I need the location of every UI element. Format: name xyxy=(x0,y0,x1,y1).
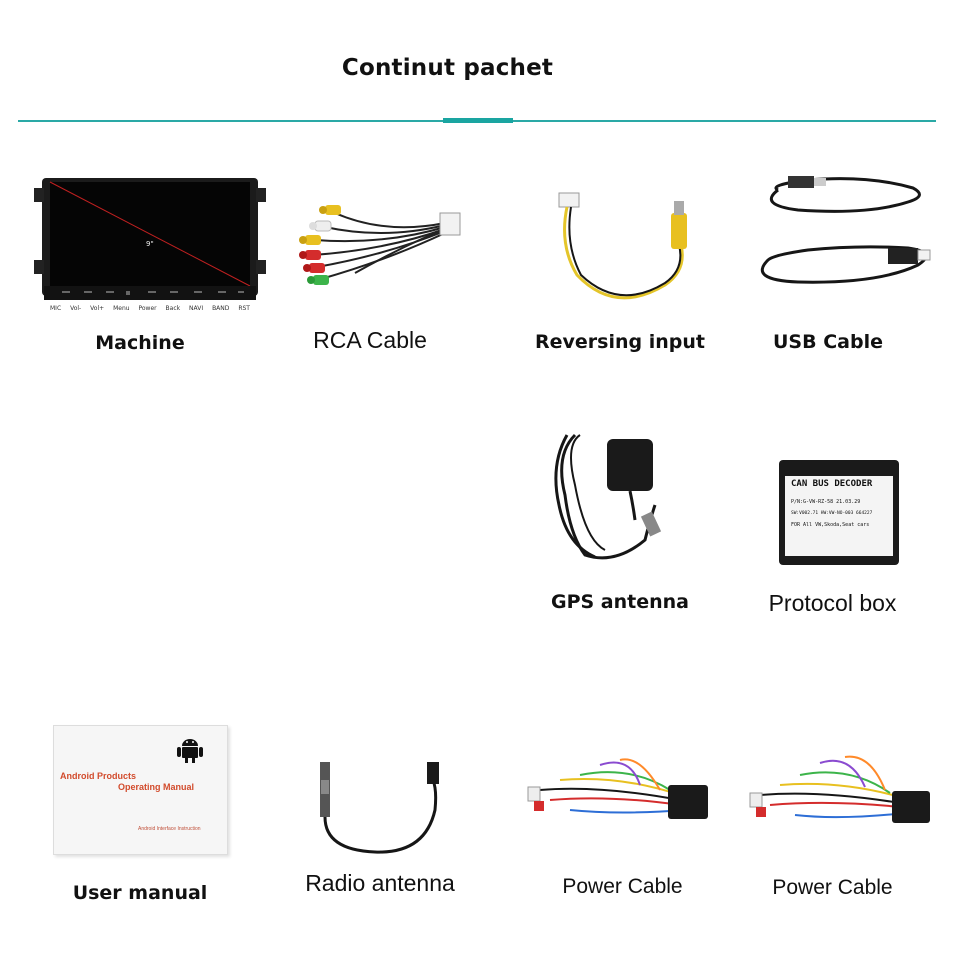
gps-antenna-label: GPS antenna xyxy=(550,591,689,613)
button-label: BAND xyxy=(212,305,230,312)
protocol-box-sticker: CAN BUS DECODER P/N:G-VW-RZ-58 21.03.29 … xyxy=(785,476,893,556)
sticker-line: FOR All VW,Skoda,Seat cars xyxy=(791,522,870,528)
radio-antenna-image xyxy=(320,762,439,854)
gps-antenna-item: GPS antenna xyxy=(545,425,705,620)
android-logo-icon xyxy=(177,739,203,763)
protocol-box-image: CAN BUS DECODER P/N:G-VW-RZ-58 21.03.29 … xyxy=(779,460,899,565)
user-manual-image: Android Products Operating Manual Androi… xyxy=(53,725,228,855)
power-cable-2-item: Power Cable xyxy=(740,745,940,905)
power-cable-2-label: Power Cable xyxy=(772,876,893,899)
rca-cable-label: RCA Cable xyxy=(313,327,427,353)
manual-cover-small: Android Interface Instruction xyxy=(138,826,201,832)
reversing-input-image xyxy=(558,192,687,300)
rca-cable-image xyxy=(299,205,461,285)
user-manual-label: User manual xyxy=(72,882,208,904)
screen-size-label: 9" xyxy=(146,240,154,248)
machine-button-labels: MIC Vol- Vol+ Menu Power Back NAVI BAND … xyxy=(50,305,250,312)
usb-cable-item: USB Cable xyxy=(748,160,943,365)
button-label: Menu xyxy=(113,305,130,312)
sticker-title: CAN BUS DECODER xyxy=(791,479,873,489)
usb-cable-label: USB Cable xyxy=(773,331,883,353)
power-cable-1-image xyxy=(527,758,708,819)
protocol-box-item: CAN BUS DECODER P/N:G-VW-RZ-58 21.03.29 … xyxy=(760,455,920,620)
radio-antenna-label: Radio antenna xyxy=(305,870,455,896)
radio-antenna-item: Radio antenna xyxy=(285,750,475,910)
button-label: Vol+ xyxy=(90,305,105,312)
usb-cable-image xyxy=(760,176,931,284)
button-label: Back xyxy=(165,305,181,312)
power-cable-1-item: Power Cable xyxy=(520,745,720,905)
button-label: MIC xyxy=(50,305,62,312)
button-label: NAVI xyxy=(189,305,204,312)
button-label: RST xyxy=(238,305,250,312)
rca-cable-item: RCA Cable xyxy=(295,195,480,365)
page-title: Continut pachet xyxy=(341,55,554,81)
title-divider-accent xyxy=(443,118,513,123)
manual-cover-line1: Android Products xyxy=(60,771,136,781)
gps-antenna-image xyxy=(554,433,662,560)
user-manual-item: Android Products Operating Manual Androi… xyxy=(50,715,235,910)
sticker-line: SW:V002.71 HW:VW-NO-003 664227 xyxy=(791,511,873,516)
reversing-input-label: Reversing input xyxy=(535,331,705,353)
protocol-box-label: Protocol box xyxy=(768,590,897,616)
manual-cover-line2: Operating Manual xyxy=(118,782,195,792)
button-label: Power xyxy=(138,305,157,312)
reversing-input-item: Reversing input xyxy=(535,185,705,365)
machine-item: 9" MIC Vol- Vol+ Menu Power Back NAVI BA… xyxy=(30,170,270,370)
power-cable-2-image xyxy=(749,755,930,823)
button-label: Vol- xyxy=(70,305,82,312)
sticker-line: P/N:G-VW-RZ-58 21.03.29 xyxy=(791,499,861,505)
machine-label: Machine xyxy=(95,332,185,354)
power-cable-1-label: Power Cable xyxy=(562,875,683,898)
machine-image: 9" xyxy=(34,178,266,300)
